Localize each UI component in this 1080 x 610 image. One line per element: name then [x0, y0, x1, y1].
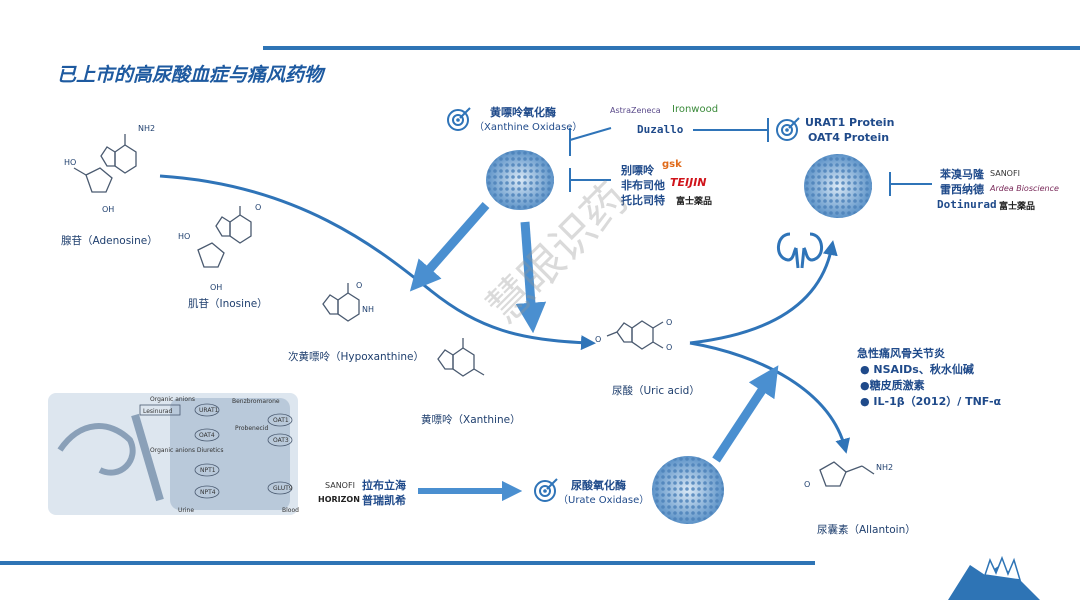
ironwood-logo: Ironwood [672, 104, 719, 115]
atom-label: O [666, 343, 673, 352]
kidney-figure-label: Probenecid [235, 425, 269, 432]
uric-acid-structure-icon [606, 320, 664, 350]
atom-label: HO [64, 158, 77, 167]
drug-topiroxostat: 托比司特 [621, 194, 665, 207]
kidney-figure-label: NPT4 [200, 489, 216, 496]
xanthine-oxidase-protein-icon [486, 150, 554, 210]
target-icon [447, 107, 471, 131]
inosine-structure-icon [197, 206, 252, 268]
allantoin-label: 尿囊素（Allantoin） [817, 524, 916, 536]
fuji-logo: 富士薬品 [676, 197, 713, 207]
kidney-figure-label: OAT4 [199, 432, 215, 439]
acute-gout-item: ● NSAIDs、秋水仙碱 [860, 363, 974, 376]
kidney-figure-label: Lesinurad [143, 408, 173, 415]
target-icon [776, 117, 800, 141]
drug-benzbromarone: 苯溴马隆 [940, 168, 984, 181]
urate-oxidase-protein-icon [652, 456, 724, 524]
urat1-protein-icon [804, 154, 872, 218]
oat4-protein-label: OAT4 Protein [808, 131, 890, 144]
atom-label: O [804, 480, 811, 489]
acute-gout-item: ● IL-1β（2012）/ TNF-α [860, 395, 1002, 408]
astrazeneca-logo: AstraZeneca [610, 106, 661, 115]
nephron-figure [48, 393, 298, 515]
gsk-logo: gsk [662, 159, 682, 170]
kidney-figure-label: Blood [282, 507, 299, 514]
atom-label: O [666, 318, 673, 327]
kidney-figure-label: NPT1 [200, 467, 216, 474]
drug-duzallo: Duzallo [637, 123, 684, 136]
uo-to-uric-arrow [712, 365, 779, 463]
fuji-logo: 富士薬品 [999, 202, 1036, 212]
inhibit-urat1-duzallo [693, 118, 769, 142]
kidney-figure-label: OAT1 [273, 417, 289, 424]
xo-to-xanthine-arrow [515, 221, 547, 334]
adenosine-structure-icon [73, 134, 137, 193]
atom-label: O [356, 281, 363, 290]
acute-gout-heading: 急性痛风骨关节炎 [857, 347, 945, 360]
bottom-rule [0, 561, 815, 565]
top-rule [263, 46, 1080, 50]
kidney-figure-label: Organic anions [150, 396, 195, 403]
atom-label: HO [178, 232, 191, 241]
kidney-figure-label: OAT3 [273, 437, 289, 444]
xanthine-structure-icon [437, 338, 485, 377]
uric-to-kidney-curve [689, 240, 838, 345]
inhibit-urat1-benz [889, 172, 932, 196]
atom-label: O [595, 335, 602, 344]
adenosine-label: 腺苷（Adenosine） [61, 235, 158, 247]
atom-label: O [255, 203, 262, 212]
uric-acid-label: 尿酸（Uric acid） [612, 385, 700, 397]
kidney-figure-label: Benzbromarone [232, 398, 280, 405]
kidney-figure-label: Organic anions Diuretics [150, 447, 224, 454]
drug-dotinurad: Dotinurad [937, 198, 997, 211]
urat1-protein-label: URAT1 Protein [805, 116, 895, 129]
sanofi-logo: SANOFI [325, 481, 355, 490]
atom-label: OH [102, 205, 115, 214]
drug-allopurinol: 别嘌呤 [621, 164, 654, 177]
xanthine-oxidase-en: （Xanthine Oxidase） [474, 122, 583, 133]
atom-label: NH2 [876, 463, 894, 472]
xo-to-hypoxanthine-arrow [409, 202, 490, 292]
drug-lesinurad: 雷西纳德 [940, 183, 984, 196]
inosine-label: 肌苷（Inosine） [188, 298, 268, 310]
inhibit-xo-duzallo [569, 127, 612, 156]
sanofi-logo: SANOFI [990, 169, 1020, 178]
brand-logo-icon [948, 555, 1040, 600]
ardea-logo: Ardea Bioscience [990, 184, 1059, 193]
allantoin-structure-icon [819, 461, 875, 487]
inhibit-xo-allopurinol [569, 168, 611, 192]
drug-rasburicase: 拉布立海 [362, 479, 406, 492]
drug-pegloticase: 普瑞凯希 [362, 494, 406, 507]
hypoxanthine-label: 次黄嘌呤（Hypoxanthine） [288, 351, 424, 363]
kidney-figure-label: URAT1 [199, 407, 219, 414]
kidney-figure-label: GLUT9 [273, 485, 293, 492]
atom-label: NH [362, 305, 374, 314]
horizon-logo: HORIZON [318, 495, 360, 504]
target-icon [534, 478, 558, 502]
atom-label: OH [210, 283, 223, 292]
acute-gout-item: ●糖皮质激素 [860, 379, 925, 392]
hypoxanthine-structure-icon [322, 283, 360, 322]
urate-oxidase-cn: 尿酸氧化酶 [571, 479, 626, 492]
kidney-figure-label: Urine [178, 507, 195, 514]
urate-oxidase-en: （Urate Oxidase） [558, 495, 650, 506]
uric-to-allantoin-curve [689, 341, 850, 454]
xanthine-label: 黄嘌呤（Xanthine） [421, 414, 521, 426]
kidney-icon [777, 232, 823, 269]
atom-label: NH2 [138, 124, 156, 133]
teijin-logo: TEIJIN [670, 176, 707, 189]
page-title: 已上市的高尿酸血症与痛风药物 [57, 64, 324, 86]
xanthine-oxidase-cn: 黄嘌呤氧化酶 [490, 106, 556, 119]
drug-febuxostat: 非布司他 [621, 179, 665, 192]
